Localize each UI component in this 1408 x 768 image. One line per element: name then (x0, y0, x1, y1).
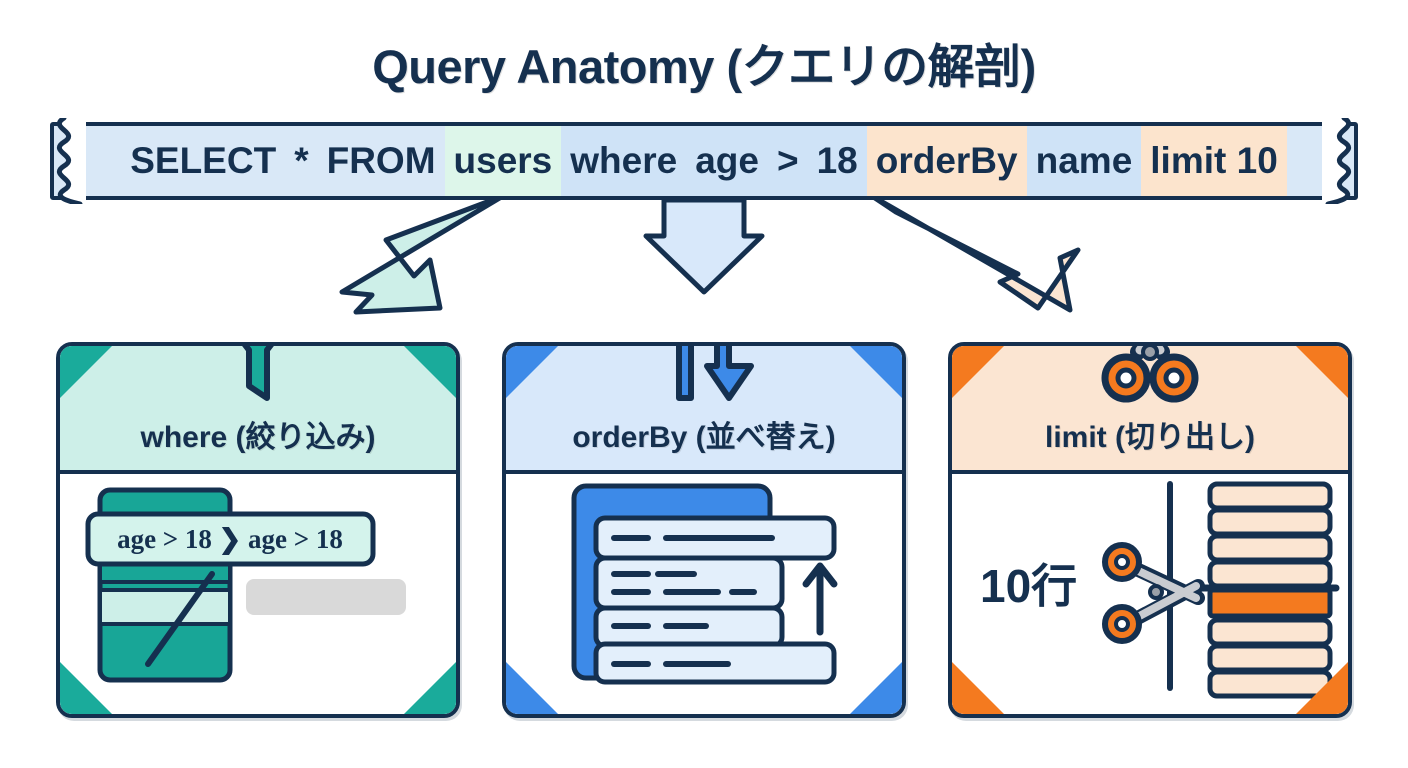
arrow-to-orderby-icon (643, 197, 765, 295)
scissors-icon-small (1102, 542, 1205, 644)
cut-row-highlight (1207, 587, 1333, 619)
query-token-orderby: orderBy (866, 126, 1027, 196)
strikethrough-line (145, 571, 215, 667)
cut-rows-illustration: 10行 (980, 481, 1348, 699)
direction-arrow-up (802, 562, 838, 636)
arrow-to-limit-icon (869, 193, 1081, 313)
card-limit-header: limit (切り出し) (952, 346, 1348, 474)
card-where-body: age > 18 ❯ age > 18 (60, 474, 456, 714)
card-limit-title: limit (切り出し) (1045, 421, 1255, 454)
card-where-title: where (絞り込み) (140, 421, 376, 454)
scissors-icon (1101, 346, 1199, 403)
corner-triangle-top-right (404, 346, 456, 398)
excluded-row-bar (246, 579, 406, 615)
card-orderby-title: orderBy (並べ替え) (572, 421, 836, 454)
page-title: Query Anatomy (クエリの解剖) (372, 40, 1036, 93)
funnel-icon (242, 346, 274, 401)
query-token--: * (294, 140, 309, 181)
query-token-age: age (686, 126, 768, 196)
text-lines (611, 535, 775, 667)
query-token-where: where (561, 126, 687, 196)
card-orderby-body (506, 474, 902, 714)
corner-triangle-top-right (850, 346, 902, 398)
ribbon-torn-edge-right (1322, 118, 1352, 204)
query-token--: > (767, 126, 808, 196)
card-where[interactable]: where (絞り込み) age > 18 ❯ age (56, 342, 460, 718)
corner-triangle-top-right (1296, 346, 1348, 398)
corner-triangle-top-left (506, 346, 558, 398)
ribbon-torn-edge-left (56, 118, 86, 204)
query-token-select: SELECT (130, 140, 277, 181)
list-panels (593, 515, 837, 685)
condition-pill: age > 18 ❯ age > 18 (85, 511, 376, 567)
query-token-18: 18 (807, 126, 867, 196)
corner-triangle-top-left (60, 346, 112, 398)
card-limit[interactable]: limit (切り出し) 10行 (948, 342, 1352, 718)
stacked-cards-illustration (571, 483, 838, 685)
sort-arrows-icon (676, 346, 754, 401)
query-token-name: name (1026, 126, 1142, 196)
condition-pill-label: age > 18 ❯ age > 18 (117, 524, 343, 555)
card-orderby[interactable]: orderBy (並べ替え) (502, 342, 906, 718)
query-token-limit-10: limit 10 (1141, 126, 1287, 196)
filter-rows-illustration: age > 18 ❯ age > 18 (85, 487, 406, 683)
row-count-label: 10行 (980, 560, 1077, 612)
query-token-users: users (444, 126, 562, 196)
query-token-from: FROM (326, 140, 436, 181)
card-orderby-header: orderBy (並べ替え) (506, 346, 902, 474)
card-where-header: where (絞り込み) (60, 346, 456, 474)
corner-triangle-top-left (952, 346, 1004, 398)
card-limit-body: 10行 (952, 474, 1348, 714)
row-stack (1207, 481, 1333, 699)
